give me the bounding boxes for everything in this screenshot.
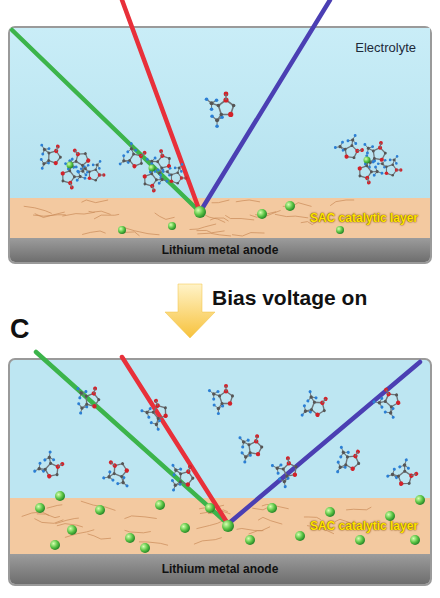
light-beams (12, 0, 420, 524)
lithium-ion (125, 533, 135, 543)
electrolyte-region (10, 360, 430, 498)
lithium-ion (155, 500, 165, 510)
lithium-ion (257, 209, 267, 219)
layer-label: Lithium metal anode (162, 562, 279, 576)
lithium-ion (67, 162, 74, 169)
lithium-ion (245, 535, 255, 545)
lithium-ion (364, 157, 371, 164)
lithium-ion (194, 206, 206, 218)
lithium-ion (35, 503, 45, 513)
lithium-ion (149, 165, 156, 172)
anode-layer: Lithium metal anode (10, 554, 430, 584)
lithium-ion (118, 226, 126, 234)
lithium-ion (385, 511, 395, 521)
crack-texture (22, 200, 372, 545)
layer-label: SAC catalytic layer (310, 519, 418, 533)
solvent-molecules (28, 92, 421, 497)
step-label: Bias voltage on (212, 286, 367, 310)
lithium-ion (67, 525, 77, 535)
panel-frame (9, 359, 431, 585)
lithium-ion (295, 531, 305, 541)
anode-layer: Lithium metal anode (10, 238, 430, 262)
lithium-ion (410, 535, 420, 545)
layer-label: Lithium metal anode (162, 243, 279, 257)
lithium-ion (168, 222, 176, 230)
lithium-ion (222, 520, 234, 532)
lithium-ion (50, 540, 60, 550)
lithium-ion (355, 535, 365, 545)
lithium-ion (415, 495, 425, 505)
layer-label: Electrolyte (355, 40, 416, 55)
panel-letter: C (10, 314, 30, 345)
lithium-ion (55, 491, 65, 501)
panel-frame (9, 27, 431, 263)
lithium-ion (95, 505, 105, 515)
lithium-ion (267, 503, 277, 513)
lithium-ion (180, 523, 190, 533)
lithium-ion (285, 201, 295, 211)
lithium-ion (205, 503, 215, 513)
layer-label: SAC catalytic layer (310, 211, 418, 225)
process-arrow (165, 284, 215, 338)
lithium-ion (140, 543, 150, 553)
lithium-ion (336, 226, 344, 234)
lithium-ion (325, 507, 335, 517)
